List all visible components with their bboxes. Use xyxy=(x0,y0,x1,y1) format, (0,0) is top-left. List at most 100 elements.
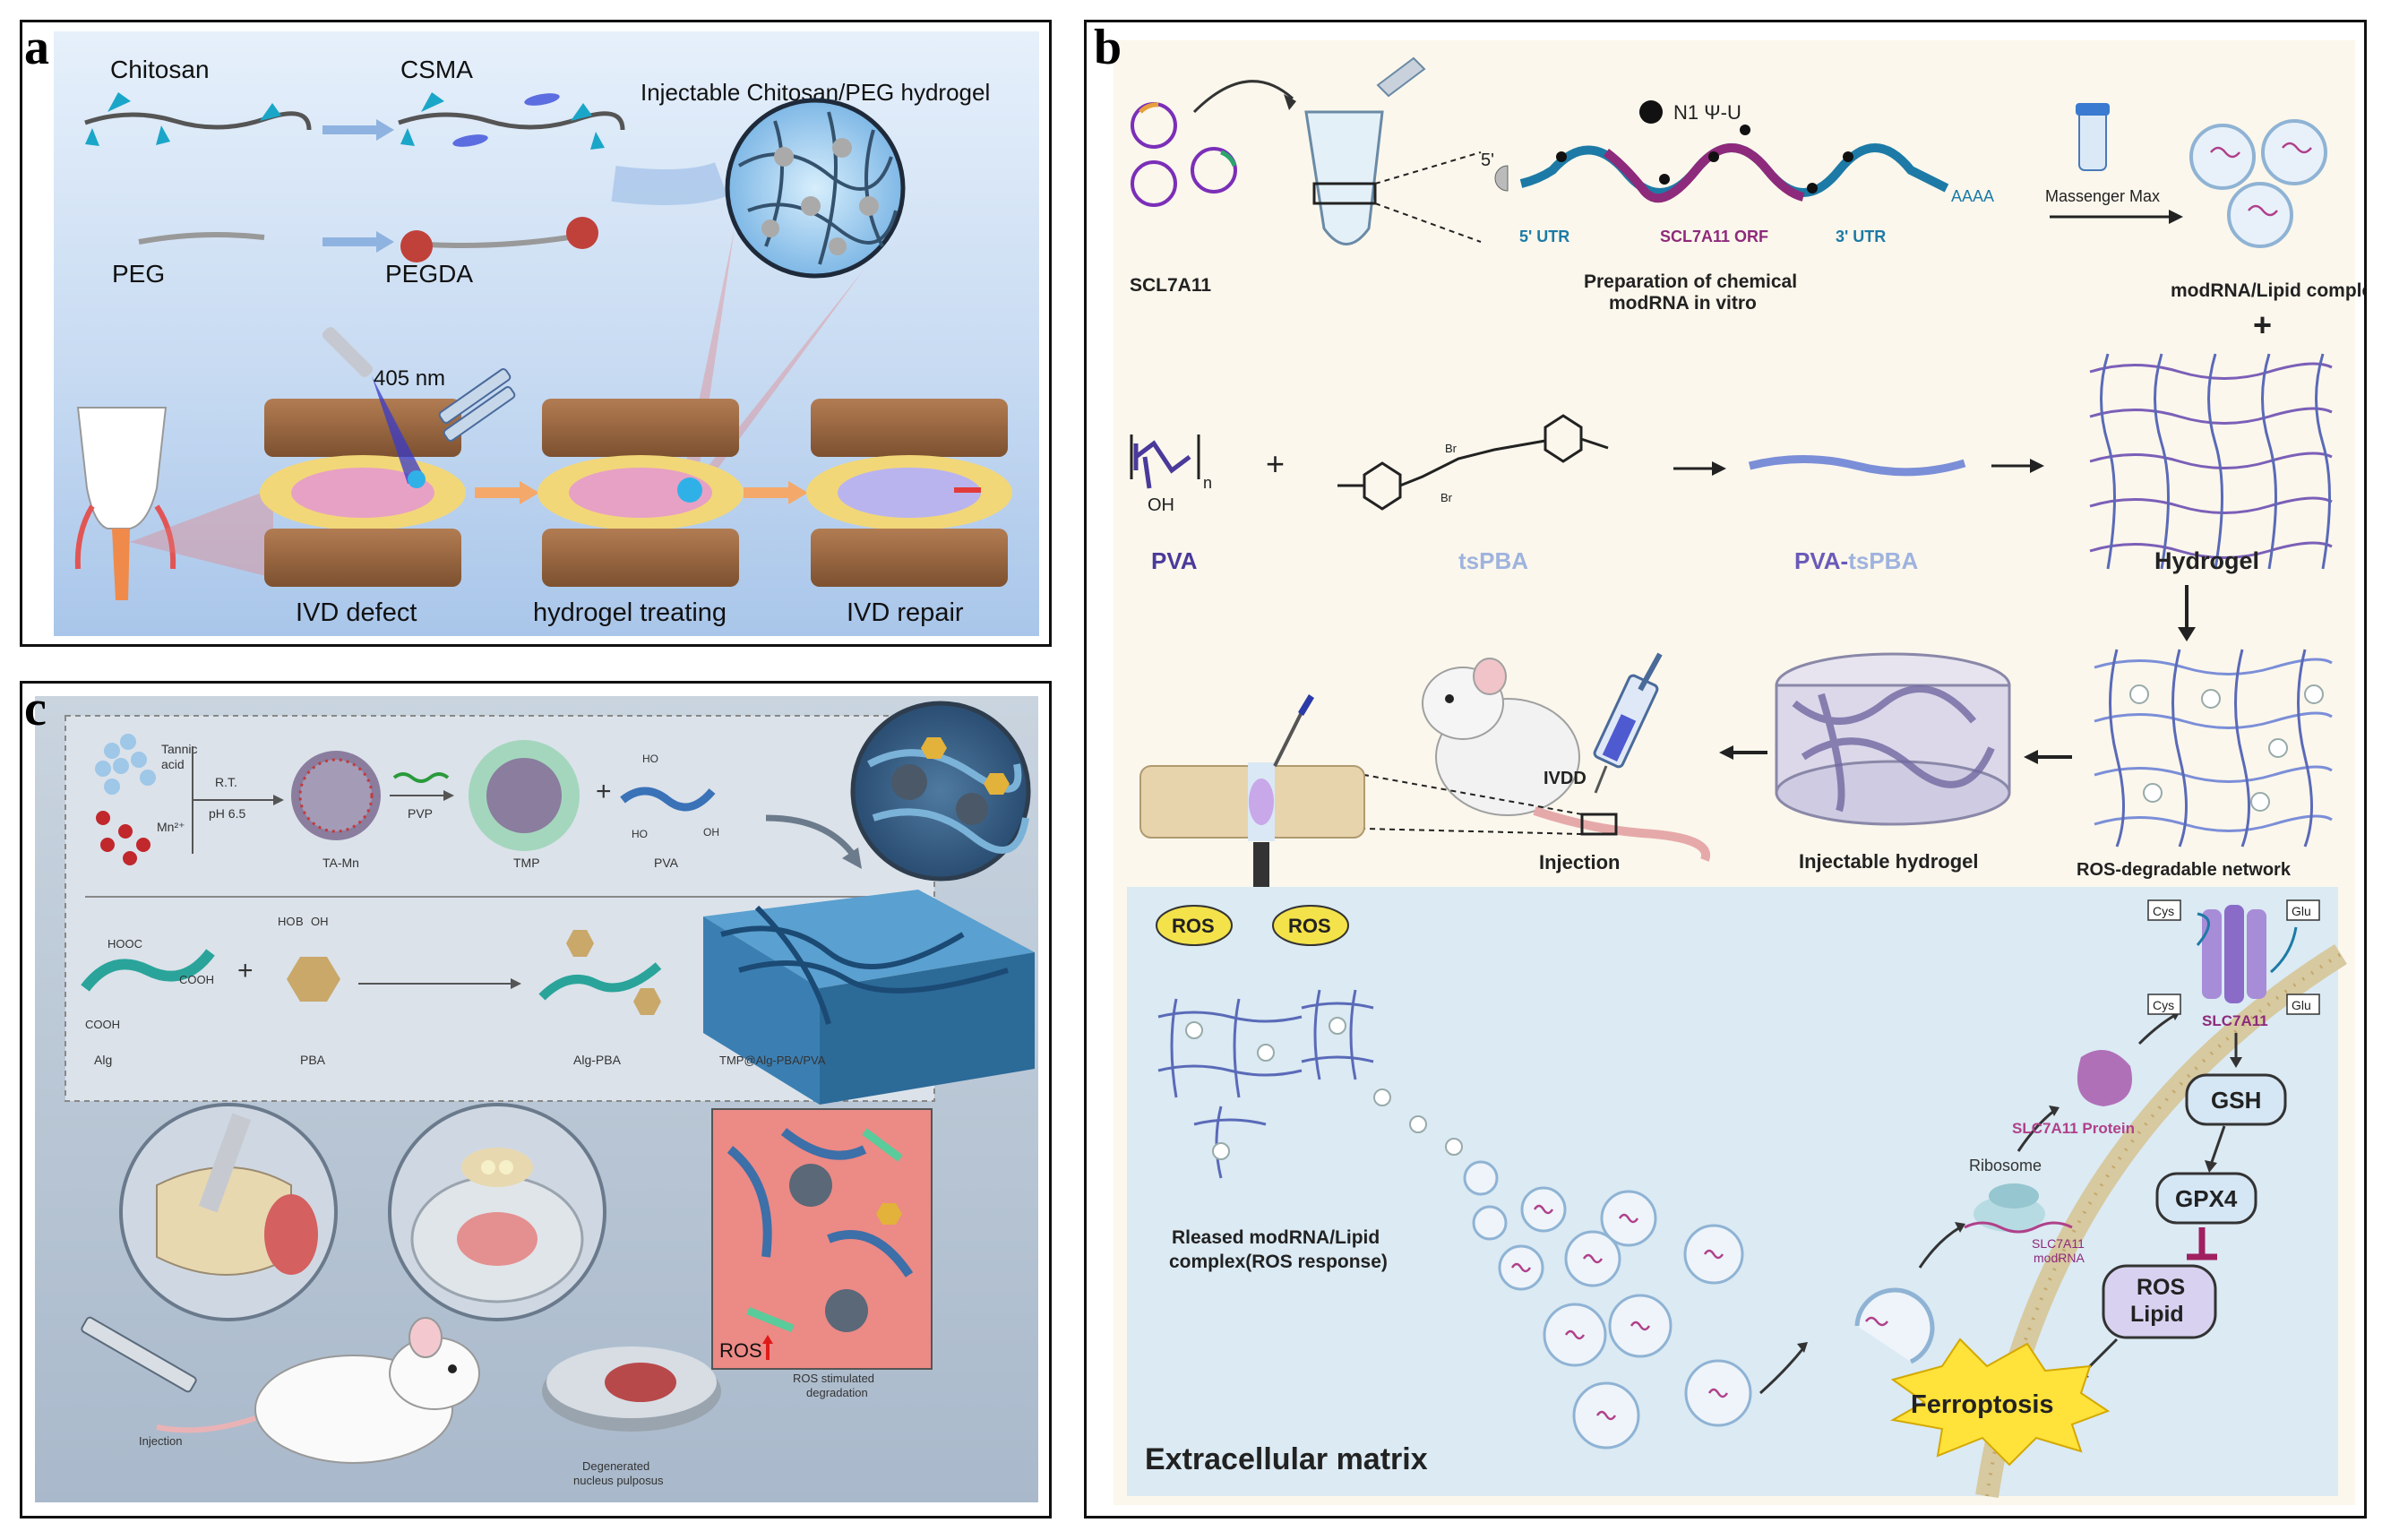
panel-c: Tannic acid Mn²⁺ R.T. pH 6.5 TA-Mn PVP T… xyxy=(20,681,1052,1518)
alg-hooc-label: HOOC xyxy=(107,937,142,951)
tspba-label: tsPBA xyxy=(1458,547,1528,574)
pva-ho-label: HO xyxy=(642,753,658,765)
gpx4-label: GPX4 xyxy=(2175,1185,2238,1212)
ros-lipid-label-2: Lipid xyxy=(2130,1302,2184,1327)
complex-label: modRNA/Lipid complex xyxy=(2171,280,2364,301)
ferroptosis-label: Ferroptosis xyxy=(1911,1390,2054,1419)
mouse-illustration xyxy=(156,1317,480,1464)
lipid-complex-icons xyxy=(2189,119,2327,248)
degraded-network xyxy=(1157,989,1463,1179)
alg-cooh-label: COOH xyxy=(179,973,214,986)
tannic-label-1: Tannic xyxy=(161,742,197,756)
step-ivd-defect: IVD defect xyxy=(296,598,417,627)
plus-sign-b-2: + xyxy=(1266,445,1285,482)
csma-label: CSMA xyxy=(400,56,473,83)
rat-tail-illustration xyxy=(74,407,273,600)
degen-label-1: Degenerated xyxy=(582,1459,649,1473)
mn-ions-icon xyxy=(96,811,150,865)
degen-label-2: nucleus pulposus xyxy=(573,1474,664,1487)
plasmid-icons xyxy=(1131,102,1237,207)
ecm-label: Extracellular matrix xyxy=(1145,1442,1428,1476)
syringe-icon-b xyxy=(1593,652,1663,794)
gpx4-node xyxy=(2155,1172,2257,1225)
panel-b: SCL7A11 N1 Ψ-U 5' AAAA 5' UTR SCL7A11 OR… xyxy=(1084,20,2367,1518)
ros-label-c: ROS xyxy=(719,1339,762,1362)
pva-chain xyxy=(620,787,716,812)
pba-ring xyxy=(287,957,340,1002)
panel-c-illustration: Tannic acid Mn²⁺ R.T. pH 6.5 TA-Mn PVP T… xyxy=(35,696,1038,1502)
step-hydrogel-treating: hydrogel treating xyxy=(533,598,727,627)
panel-b-letter: b xyxy=(1094,20,1122,75)
glu-label-out: Glu xyxy=(2292,904,2311,918)
panel-a-letter: a xyxy=(24,20,49,75)
tannic-label-2: acid xyxy=(161,757,185,771)
ros-degradable-network xyxy=(2094,649,2333,847)
mn-label: Mn²⁺ xyxy=(157,820,185,834)
cys-badge-in xyxy=(2147,994,2181,1015)
ros-badge-1 xyxy=(1156,905,1233,946)
injection-label-c: Injection xyxy=(139,1434,182,1448)
injection-site-box xyxy=(1580,813,1618,836)
scl-label: SCL7A11 xyxy=(1130,275,1211,296)
injectable-hydrogel-block xyxy=(1775,652,2011,826)
pva-label: PVA xyxy=(654,856,679,870)
hydrogel-mesh xyxy=(2089,353,2333,570)
pba-b-label: B xyxy=(296,915,304,928)
n1-dot-legend xyxy=(1639,100,1663,124)
tail-segment xyxy=(1139,694,1365,841)
pegda-chain xyxy=(400,217,598,262)
modrna-label-1: SLC7A11 xyxy=(2032,1236,2085,1251)
pegda-label: PEGDA xyxy=(385,260,473,288)
ros-net-label: ROS-degradable network xyxy=(2077,860,2292,880)
messenger-label: Massenger Max xyxy=(2045,187,2160,205)
orf-label: SCL7A11 ORF xyxy=(1660,228,1768,245)
pva-oh-label: OH xyxy=(703,826,719,839)
ros-deg-label-2: degradation xyxy=(806,1386,868,1399)
tannic-acid-icon xyxy=(95,734,156,795)
chitosan-chain xyxy=(84,92,312,146)
cys-label-in: Cys xyxy=(2153,998,2174,1012)
ros-deg-label-1: ROS stimulated xyxy=(793,1372,874,1385)
syringe-icon xyxy=(438,368,516,442)
plus-sign-c: + xyxy=(596,777,612,806)
injection-label-b: Injection xyxy=(1539,851,1620,873)
pba-label: PBA xyxy=(300,1053,326,1067)
ph-label: pH 6.5 xyxy=(209,806,245,821)
gel-zoom-circle xyxy=(850,701,1031,882)
gsh-label: GSH xyxy=(2211,1087,2261,1114)
plus-sign-b-1: + xyxy=(2253,306,2272,343)
tamn-label: TA-Mn xyxy=(322,856,359,870)
tspba-br-label-2: Br xyxy=(1440,491,1453,504)
injectable-label: Injectable hydrogel xyxy=(1799,850,1979,873)
released-vesicles xyxy=(1463,1160,1752,1450)
aaaa-label: AAAA xyxy=(1951,187,1994,205)
arrow-to-hydrogel xyxy=(611,162,728,205)
ros-lipid-node xyxy=(2102,1264,2217,1339)
released-label-1: Rleased modRNA/Lipid xyxy=(1172,1227,1380,1248)
gsh-node xyxy=(2185,1073,2287,1126)
cys-label-out: Cys xyxy=(2153,904,2174,918)
pva-oh-label-b: OH xyxy=(1148,495,1174,515)
alg-label: Alg xyxy=(94,1053,112,1067)
alg-pba-chain xyxy=(538,930,662,1015)
slc-protein-shape xyxy=(2077,1050,2132,1106)
tmp-label: TMP xyxy=(513,856,540,870)
peg-label: PEG xyxy=(112,260,165,288)
hydrogel-network-zoom xyxy=(725,98,906,279)
alg-pba-label: Alg-PBA xyxy=(573,1053,622,1067)
hydrogel-label-b: Hydrogel xyxy=(2154,547,2259,574)
mrna-strand xyxy=(1494,125,1949,203)
tspba-br-label-1: Br xyxy=(1445,442,1458,455)
wavelength-label: 405 nm xyxy=(374,366,445,391)
plus-sign-c-2: + xyxy=(237,956,254,985)
degenerated-disc xyxy=(542,1346,721,1432)
pva-label-b: PVA xyxy=(1151,547,1198,574)
pba-oh-label: OH xyxy=(311,915,329,928)
pva-tspba-label: PVA-tsPBA xyxy=(1794,547,1918,574)
ribosome-icon xyxy=(1964,1183,2073,1234)
pva-ho-label-2: HO xyxy=(632,828,648,840)
panel-a-illustration: Chitosan CSMA Injectable Chitosan/PEG hy… xyxy=(54,31,1039,636)
syringe-icon-c xyxy=(81,1316,197,1393)
ribosome-label: Ribosome xyxy=(1969,1157,2042,1174)
slc7a11-transporter xyxy=(2196,905,2298,1003)
